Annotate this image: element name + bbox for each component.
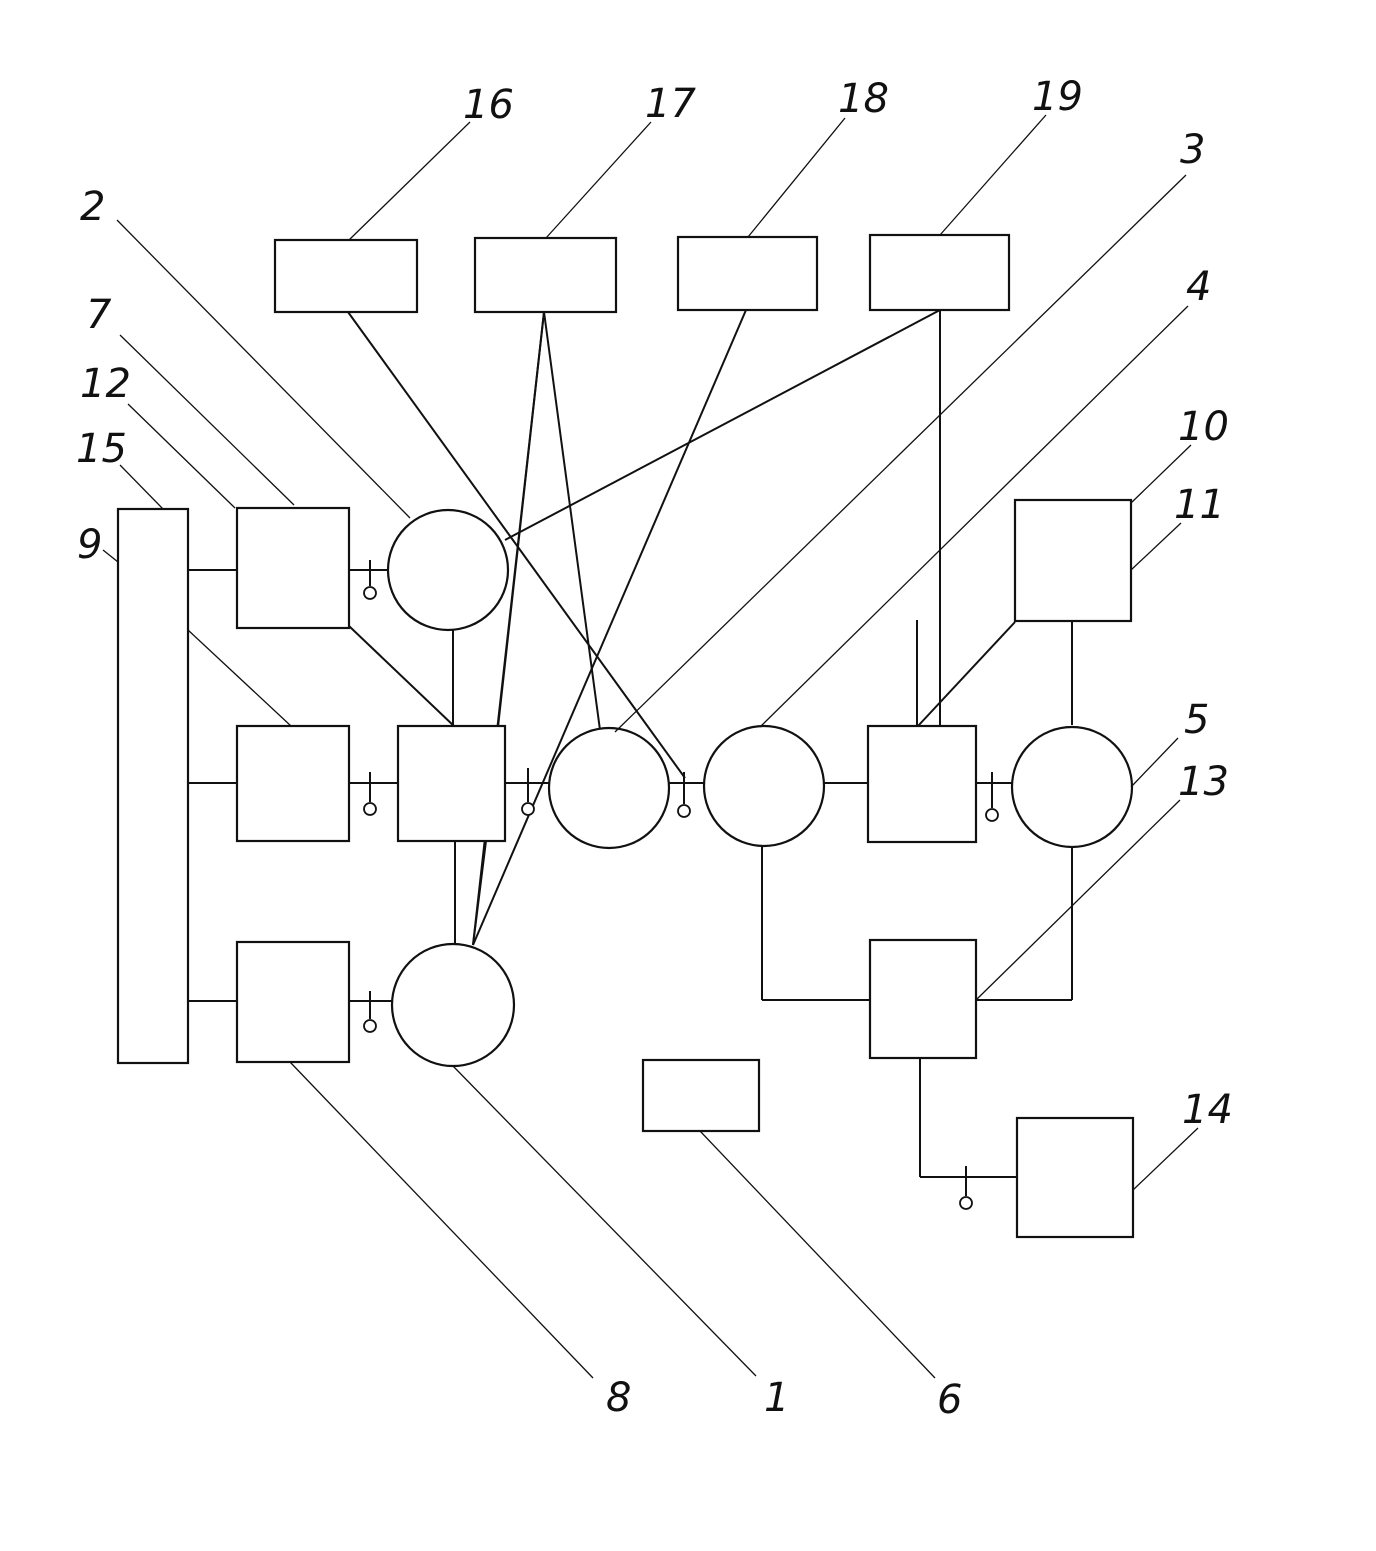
sensor-box-19 [868,233,1011,312]
sensor-box-18 [676,235,819,312]
valve-3 [363,991,377,1033]
unit-box-6 [641,1058,761,1133]
unit-box-12 [235,724,351,843]
callout-10: 10 [1178,404,1229,450]
callout-labels: 16 17 18 19 3 2 4 7 12 15 9 10 11 5 13 1… [76,74,1233,1423]
callout-19: 19 [1032,74,1083,120]
valve-6 [985,772,999,822]
valve-2 [363,772,377,816]
valve-7 [959,1166,973,1210]
sensor-box-16 [273,238,419,314]
callout-8: 8 [606,1375,631,1421]
callout-2: 2 [80,184,105,230]
unit-box-13 [868,938,978,1060]
wiring [188,309,1073,1178]
unit-box-7 [235,506,351,630]
callout-11: 11 [1174,482,1225,528]
valve-4 [521,768,535,816]
unit-box-right [866,724,978,844]
leader-lines [102,114,1199,1379]
unit-box-center [396,724,507,843]
unit-box-10 [1013,498,1133,623]
callout-1: 1 [764,1375,789,1421]
unit-box-14 [1015,1116,1135,1239]
circle-unit-3 [547,726,671,850]
valves [363,560,999,1210]
sensor-box-17 [473,236,618,314]
callout-16: 16 [463,82,514,128]
callout-14: 14 [1182,1087,1233,1133]
bus-bar-9 [116,507,190,1065]
circle-unit-2 [386,508,510,632]
circle-unit-4 [702,724,826,848]
callout-7: 7 [86,292,112,338]
callout-17: 17 [645,81,696,127]
callout-13: 13 [1178,759,1229,805]
valve-5 [677,772,691,818]
callout-12: 12 [80,361,131,407]
circle-unit-1 [390,942,516,1068]
callout-15: 15 [76,426,127,472]
components [116,233,1135,1239]
valve-1 [363,560,377,600]
callout-4: 4 [1186,264,1211,310]
callout-9: 9 [77,522,102,568]
callout-3: 3 [1180,127,1205,173]
circle-unit-5 [1010,725,1134,849]
callout-5: 5 [1184,697,1209,743]
callout-6: 6 [937,1377,962,1423]
unit-box-8 [235,940,351,1064]
callout-18: 18 [838,76,889,122]
